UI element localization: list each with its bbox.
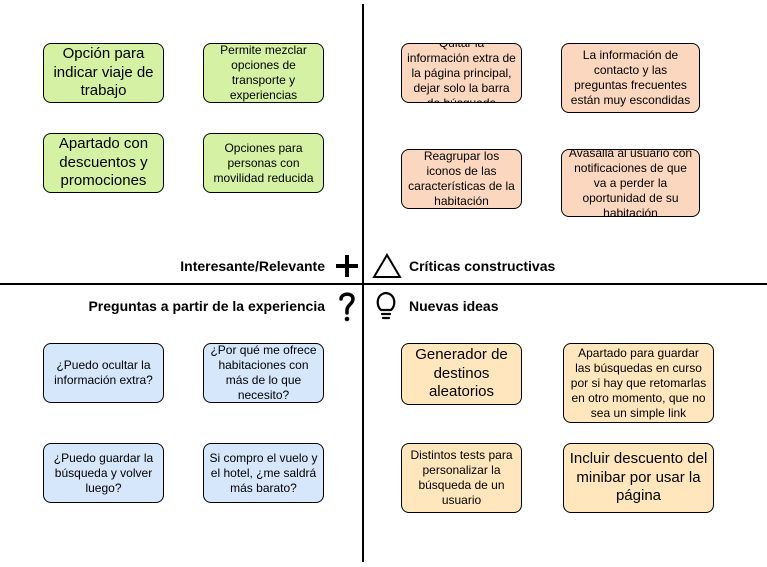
sticky-note: Permite mezclar opciones de transporte y… xyxy=(203,43,324,103)
sticky-note: Avasalla al usuario con notificaciones d… xyxy=(561,149,700,217)
horizontal-axis xyxy=(0,283,767,285)
quadrant-label-criticas: Críticas constructivas xyxy=(409,258,556,274)
sticky-note: Opciones para personas con movilidad red… xyxy=(203,133,324,193)
lightbulb-icon xyxy=(374,290,398,327)
quadrant-label-interesante: Interesante/Relevante xyxy=(180,258,325,274)
sticky-note: Si compro el vuelo y el hotel, ¿me saldr… xyxy=(203,443,324,503)
question-mark-icon xyxy=(337,290,357,329)
sticky-note: Apartado con descuentos y promociones xyxy=(43,133,164,193)
sticky-note: ¿Puedo guardar la búsqueda y volver lueg… xyxy=(43,443,164,503)
sticky-note: Generador de destinos aleatorios xyxy=(401,343,522,405)
sticky-note: Incluir descuento del minibar por usar l… xyxy=(563,443,714,513)
sticky-note: Reagrupar los iconos de las característi… xyxy=(401,149,522,209)
quadrant-label-nuevas-ideas: Nuevas ideas xyxy=(409,298,499,314)
sticky-note: Opción para indicar viaje de trabajo xyxy=(43,43,164,103)
sticky-note: La información de contacto y las pregunt… xyxy=(561,43,700,113)
sticky-note: Apartado para guardar las búsquedas en c… xyxy=(563,343,714,423)
sticky-note: ¿Por qué me ofrece habitaciones con más … xyxy=(203,343,324,403)
triangle-icon xyxy=(372,253,402,284)
quadrant-label-preguntas: Preguntas a partir de la experiencia xyxy=(88,298,325,314)
sticky-note: Distintos tests para personalizar la bús… xyxy=(401,443,522,513)
plus-icon xyxy=(334,253,360,284)
sticky-note: ¿Puedo ocultar la información extra? xyxy=(43,343,164,403)
sticky-note: Quitar la información extra de la página… xyxy=(401,43,522,103)
